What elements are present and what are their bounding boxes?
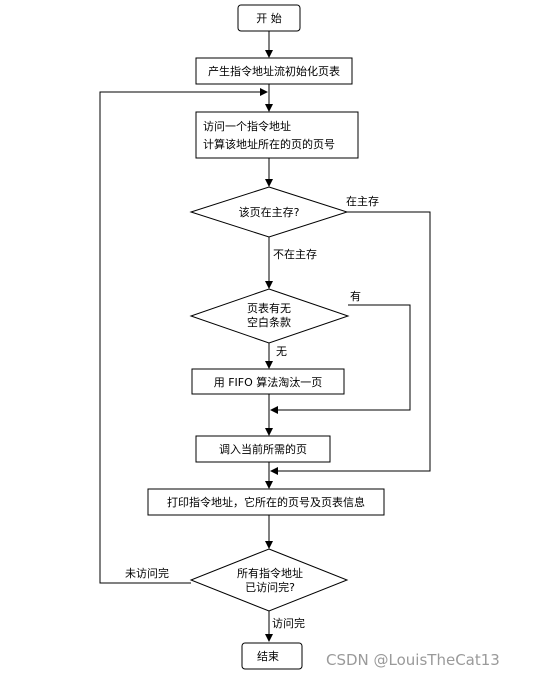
edge-label-done: 访问完 xyxy=(272,616,305,630)
has-free-label-2: 空白条款 xyxy=(247,315,291,329)
has-free-label-1: 页表有无 xyxy=(247,301,291,315)
edge-label-in-main: 在主存 xyxy=(346,194,379,208)
edge-in-memory-yes xyxy=(270,211,431,475)
end-node xyxy=(241,642,303,670)
print-label: 打印指令地址，它所在的页号及页表信息 xyxy=(167,495,365,509)
init-label: 产生指令地址流初始化页表 xyxy=(208,64,340,78)
visit-node xyxy=(195,111,359,159)
visit-label-1: 访问一个指令地址 xyxy=(203,119,291,133)
start-label: 开 始 xyxy=(256,11,282,25)
load-label: 调入当前所需的页 xyxy=(219,442,307,456)
fifo-label: 用 FIFO 算法淘汰一页 xyxy=(214,375,323,389)
load-node xyxy=(195,435,331,463)
edge-label-not-in-main: 不在主存 xyxy=(273,247,317,261)
edge-label-none: 无 xyxy=(276,345,287,358)
end-label: 结束 xyxy=(257,650,279,663)
init-node xyxy=(195,57,353,85)
edge-label-not-done: 未访问完 xyxy=(125,566,169,580)
visit-label-2: 计算该地址所在的页的页号 xyxy=(203,137,335,151)
edge-label-has: 有 xyxy=(350,289,361,303)
in-memory-label: 该页在主存? xyxy=(239,205,300,219)
all-done-decision xyxy=(189,548,349,612)
fifo-node xyxy=(191,368,345,395)
edge-all-done-no xyxy=(99,88,268,584)
all-done-label-1: 所有指令地址 xyxy=(237,566,303,580)
all-done-label-2: 已访问完? xyxy=(245,580,295,594)
edge-has-free-yes xyxy=(270,304,411,414)
print-node xyxy=(147,488,385,516)
watermark: CSDN @LouisTheCat13 xyxy=(326,651,500,669)
